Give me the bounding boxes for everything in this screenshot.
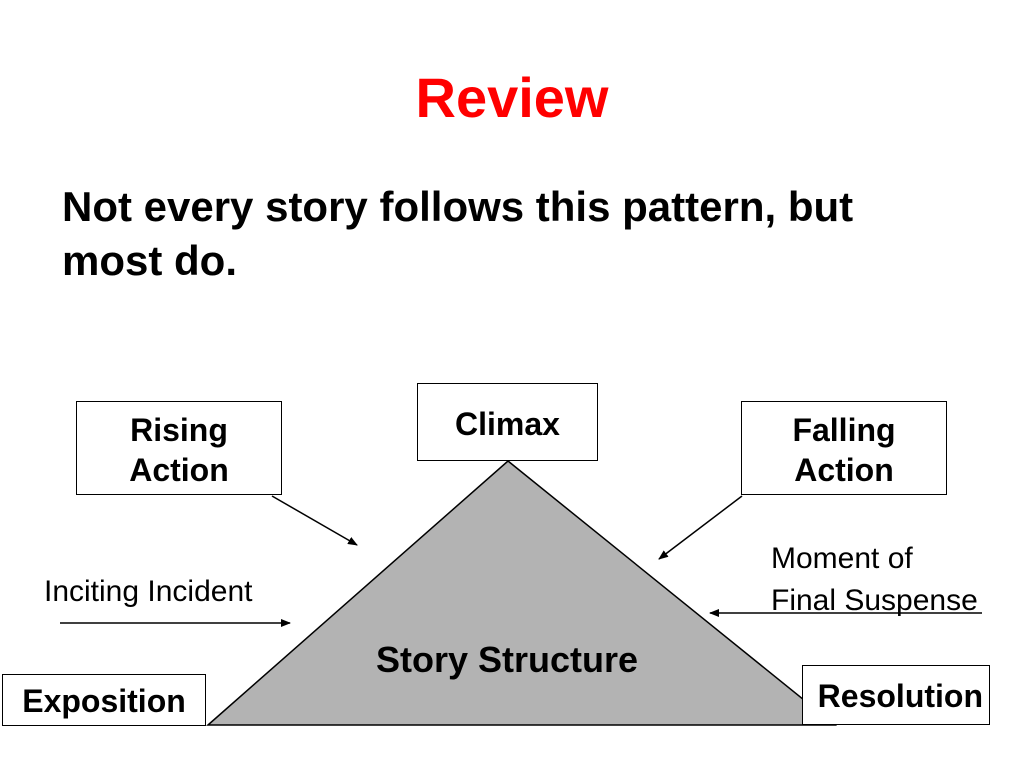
rising-action-box: Rising Action — [76, 401, 282, 495]
slide-title: Review — [415, 66, 609, 129]
final-suspense-line-1: Moment of — [771, 542, 913, 575]
climax-label: Climax — [455, 406, 560, 442]
exposition-box: Exposition — [2, 674, 206, 726]
body-text: Not every story follows this pattern, bu… — [62, 183, 854, 284]
story-structure-label: Story Structure — [375, 639, 639, 680]
falling-action-line-1: Falling — [792, 412, 896, 448]
exposition-label: Exposition — [22, 683, 186, 719]
story-triangle — [206, 460, 838, 726]
final-suspense-label: Moment of Final Suspense — [771, 538, 978, 622]
rising-action-line-2: Action — [129, 452, 229, 488]
rising-action-arrow — [271, 495, 358, 546]
falling-action-arrow — [658, 495, 743, 560]
inciting-incident-label: Inciting Incident — [44, 575, 253, 608]
rising-action-line-1: Rising — [130, 412, 228, 448]
falling-action-line-2: Action — [794, 452, 894, 488]
falling-action-box: Falling Action — [741, 401, 947, 495]
resolution-box: Resolution — [802, 665, 990, 725]
climax-box: Climax — [417, 383, 598, 461]
resolution-label: Resolution — [817, 678, 983, 714]
final-suspense-line-2: Final Suspense — [771, 584, 978, 617]
